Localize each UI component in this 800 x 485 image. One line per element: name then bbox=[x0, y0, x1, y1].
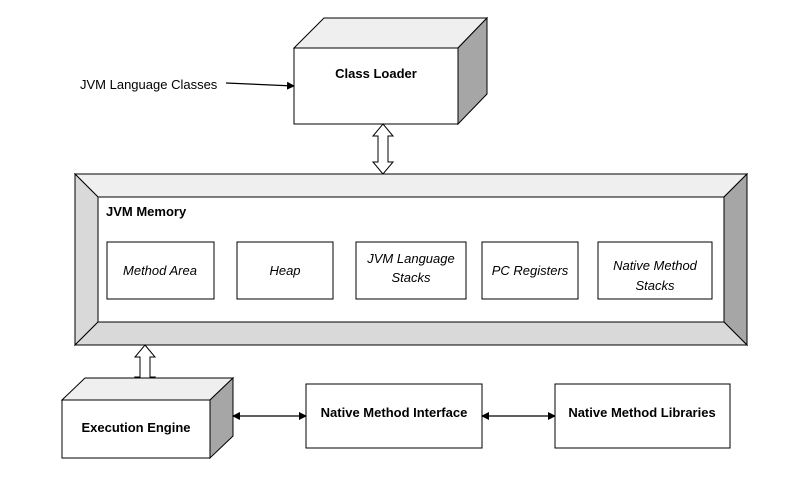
input-arrow bbox=[225, 81, 295, 90]
jvm-memory-title: JVM Memory bbox=[106, 204, 187, 219]
memory-area-pc-registers: PC Registers bbox=[481, 241, 579, 300]
pc-registers-label: PC Registers bbox=[492, 263, 569, 278]
memory-area-native-method-stacks: Native Method Stacks bbox=[597, 241, 713, 300]
execution-engine-box: Execution Engine bbox=[60, 376, 235, 460]
heap-label: Heap bbox=[269, 263, 300, 278]
execution-engine-label: Execution Engine bbox=[81, 420, 190, 435]
jvm-language-stacks-line1: JVM Language bbox=[366, 251, 454, 266]
native-method-stacks-line2: Stacks bbox=[635, 278, 675, 293]
native-method-interface-label: Native Method Interface bbox=[321, 405, 468, 420]
native-method-interface-box: Native Method Interface bbox=[305, 383, 483, 449]
memory-areas: Method Area Heap JVM Language Stacks PC … bbox=[106, 241, 713, 300]
input-label: JVM Language Classes bbox=[80, 77, 218, 92]
native-method-stacks-line1: Native Method bbox=[613, 258, 698, 273]
class-loader-box: Class Loader bbox=[292, 16, 489, 126]
memory-area-jvm-language-stacks: JVM Language Stacks bbox=[355, 241, 467, 300]
jvm-language-stacks-line2: Stacks bbox=[391, 270, 431, 285]
memory-area-method-area: Method Area bbox=[106, 241, 215, 300]
method-area-label: Method Area bbox=[123, 263, 197, 278]
native-method-libraries-label: Native Method Libraries bbox=[568, 405, 715, 420]
native-method-libraries-box: Native Method Libraries bbox=[554, 383, 731, 449]
memory-area-heap: Heap bbox=[236, 241, 334, 300]
class-loader-label: Class Loader bbox=[335, 66, 417, 81]
classloader-memory-double-arrow bbox=[371, 123, 395, 175]
